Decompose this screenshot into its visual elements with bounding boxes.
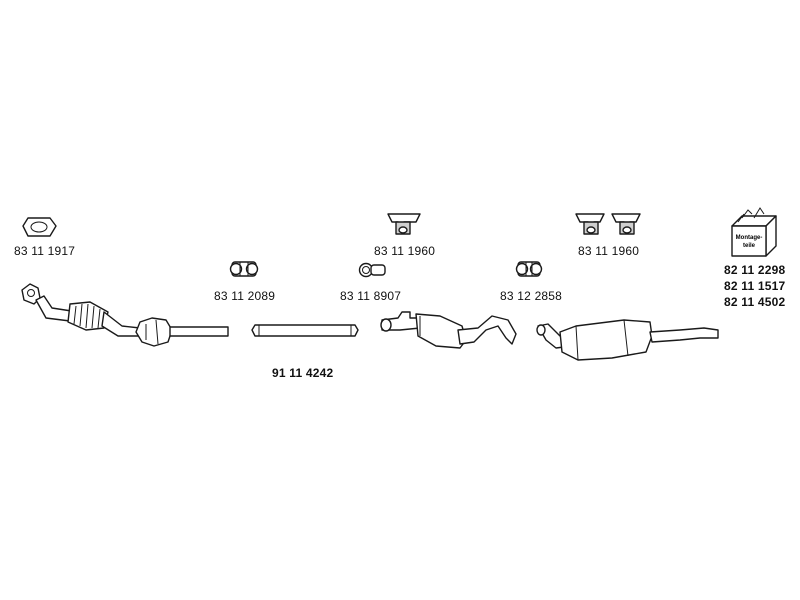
front-pipe-catalytic-converter[interactable] xyxy=(21,283,229,347)
part-number-hanger-2: 83 11 1960 xyxy=(578,244,640,258)
clamp-icon[interactable] xyxy=(515,261,543,277)
part-number-kit-2: 82 11 1517 xyxy=(724,279,786,293)
clamp-icon[interactable] xyxy=(229,261,259,277)
rear-silencer[interactable] xyxy=(536,319,719,361)
part-number-clamp-2: 83 12 2858 xyxy=(500,289,563,303)
kit-box-label-2: teile xyxy=(743,243,756,249)
clamp-ring-icon[interactable] xyxy=(358,262,386,278)
mounting-kit-box-icon[interactable]: Montage- teile xyxy=(731,207,777,257)
rubber-hanger-icon[interactable] xyxy=(575,213,605,235)
part-number-gasket: 83 11 1917 xyxy=(14,244,76,258)
connecting-pipe[interactable] xyxy=(251,324,359,337)
rubber-hanger-icon[interactable] xyxy=(611,213,641,235)
middle-silencer[interactable] xyxy=(380,311,517,349)
kit-box-label-1: Montage- xyxy=(736,235,763,241)
part-number-hanger-1: 83 11 1960 xyxy=(374,244,436,258)
part-number-clamp-ring: 83 11 8907 xyxy=(340,289,402,303)
gasket-icon[interactable] xyxy=(22,217,57,237)
part-number-clamp-1: 83 11 2089 xyxy=(214,289,276,303)
part-number-connecting-pipe: 91 11 4242 xyxy=(272,366,334,380)
part-number-kit-1: 82 11 2298 xyxy=(724,263,786,277)
rubber-hanger-icon[interactable] xyxy=(387,213,421,235)
part-number-kit-3: 82 11 4502 xyxy=(724,295,786,309)
